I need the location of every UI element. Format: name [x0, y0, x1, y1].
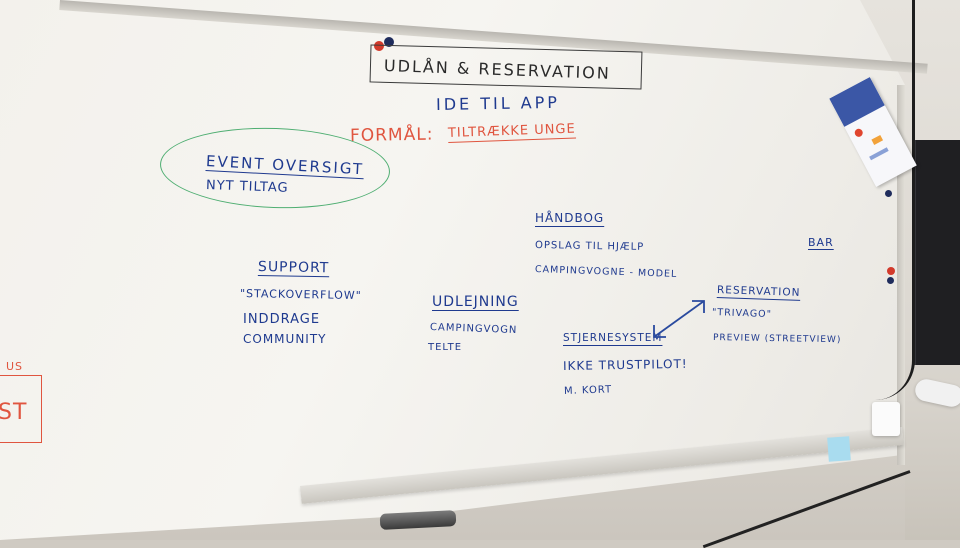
sticky-note [827, 436, 851, 462]
magnet-navy [885, 190, 892, 197]
support-line-3: COMMUNITY [243, 332, 327, 346]
whiteboard-right-frame [897, 85, 905, 465]
cable [872, 0, 915, 400]
stjerne-line-1: IKKE TRUSTPILOT! [562, 356, 688, 373]
handbog-line-1: OPSLAG TIL HJÆLP [534, 240, 645, 253]
magnet-red [887, 267, 895, 275]
stjerne-heading: STJERNESYSTEM [563, 332, 663, 344]
magnet-red [374, 41, 384, 51]
bar-label: BAR [808, 236, 834, 249]
stjerne-line-2: M. KORT [563, 384, 613, 397]
udlejning-heading: UDLEJNING [432, 294, 519, 310]
reservation-line-1: "TRIVAGO" [711, 307, 773, 321]
wall-monitor [912, 140, 960, 365]
handbog-heading: HÅNDBOG [535, 211, 605, 225]
marker-holder [872, 402, 900, 436]
left-edge-red-text: US [6, 360, 24, 373]
event-line: NYT TILTAG [205, 178, 289, 196]
left-edge-red-box [0, 375, 42, 443]
support-line-2: INDDRAGE [243, 312, 321, 327]
support-line-1: "STACKOVERFLOW" [239, 287, 362, 303]
support-heading: SUPPORT [257, 259, 330, 277]
left-edge-red-box-text: ST [0, 400, 28, 425]
board-subtitle: IDE TIL APP [435, 92, 561, 114]
udlejning-line-2: TELTE [428, 342, 463, 353]
purpose-label: FORMÅL: [349, 124, 434, 146]
double-arrow-icon [653, 300, 705, 338]
magnet-navy [887, 277, 894, 284]
magnet-navy [384, 37, 394, 47]
